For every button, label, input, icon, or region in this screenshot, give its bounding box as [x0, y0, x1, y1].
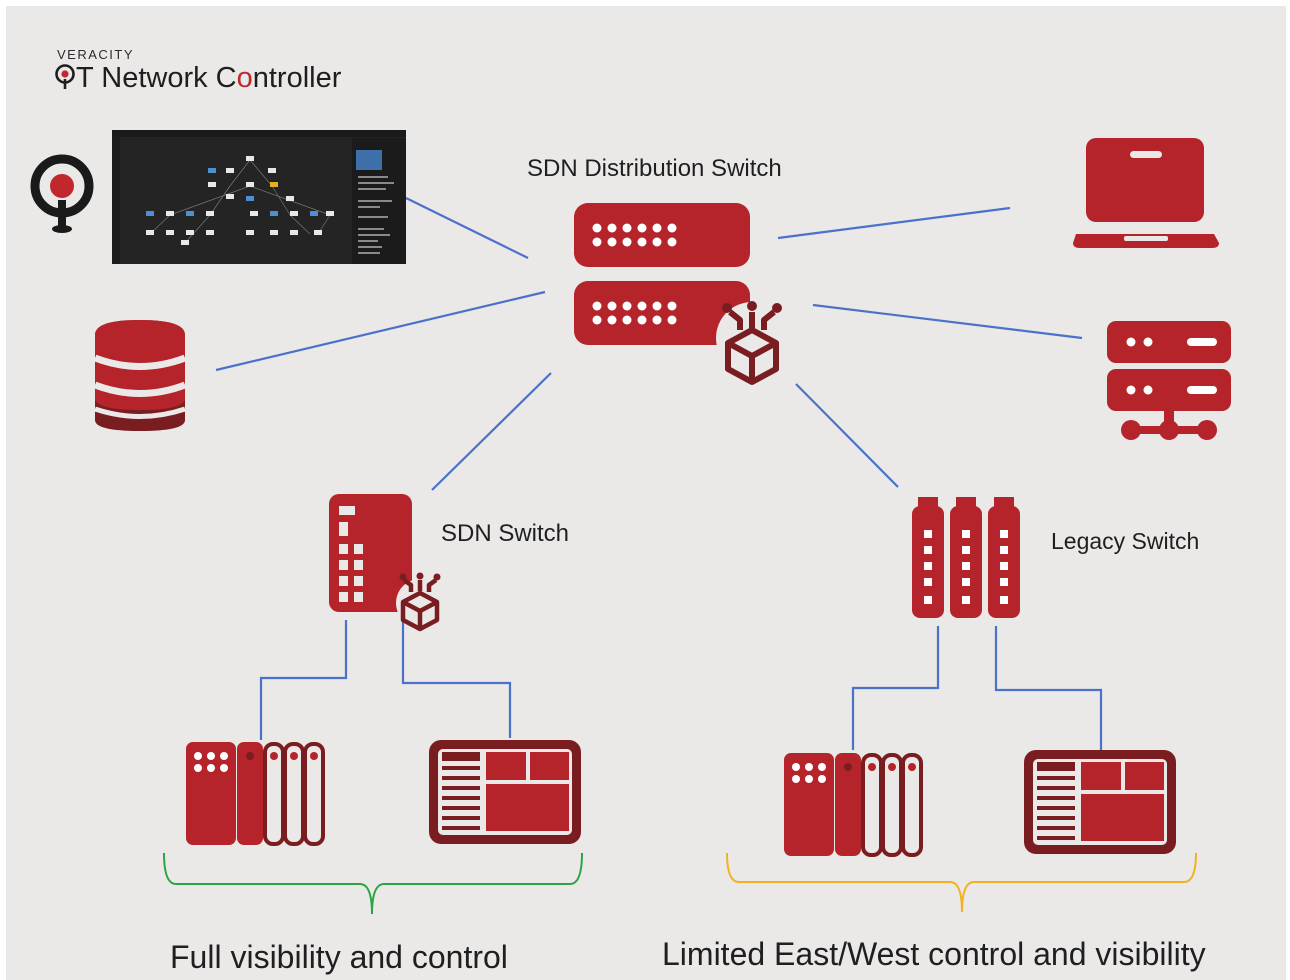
plc-icon [784, 753, 923, 857]
legacy-switch-unit [912, 497, 944, 618]
brand-accent-letter: o [236, 62, 253, 94]
connection-lines [215, 197, 1103, 750]
bracket-left [163, 852, 583, 915]
hmi-panel-icon [1024, 750, 1176, 854]
laptop-icon [1073, 138, 1219, 248]
bracket-right [726, 852, 1197, 913]
legacy-switch-unit [950, 497, 982, 618]
brand-top: VERACITY [57, 47, 135, 62]
link-sdn-hmi [401, 620, 512, 738]
legacy-switch-unit [988, 497, 1020, 618]
label-sdn-switch: SDN Switch [441, 520, 570, 547]
label-legacy-switch: Legacy Switch [1051, 528, 1200, 554]
link-legacy-hmi [994, 626, 1103, 750]
brand-ot-icon [54, 62, 76, 92]
link-sdn-plc [259, 620, 348, 740]
distribution-switch-icon [574, 203, 788, 385]
brand-title: T Network Controller [54, 62, 341, 95]
hmi-panel-icon [429, 740, 581, 844]
sdn-switch-icon [329, 494, 444, 632]
link-legacy-plc [851, 626, 940, 750]
server-network-icon [1107, 321, 1231, 440]
legacy-switch-icon [912, 497, 1020, 618]
label-distribution-switch: SDN Distribution Switch [527, 155, 782, 182]
link-distribution-legacy-switch [795, 383, 899, 488]
link-distribution-laptop [777, 206, 1011, 240]
link-database-distribution [215, 290, 546, 372]
link-distribution-server [812, 303, 1083, 340]
database-icon [93, 320, 187, 431]
controller-screenshot [112, 130, 406, 264]
controller-logo-icon [30, 154, 94, 233]
brand-product: T Network Controller [76, 62, 342, 94]
caption-limited-visibility: Limited East/West control and visibility [662, 936, 1206, 972]
link-distribution-sdn-switch [431, 372, 552, 491]
caption-full-visibility: Full visibility and control [170, 939, 508, 975]
link-controller-distribution [405, 197, 529, 259]
plc-icon [186, 742, 325, 846]
